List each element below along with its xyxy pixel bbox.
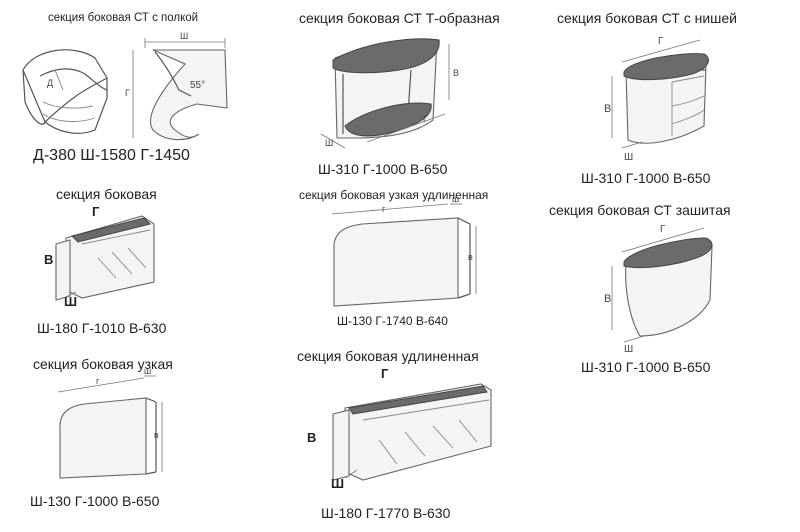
angle-label: 55°	[190, 80, 205, 91]
section-dimensions: Ш-310 Г-1000 В-650	[581, 170, 711, 186]
width-label: Ш	[64, 294, 77, 309]
length-label: г	[96, 376, 100, 386]
section-dimensions: Ш-180 Г-1010 В-630	[37, 320, 167, 336]
length-label: Г	[658, 36, 664, 47]
width-label: Ш	[331, 476, 344, 491]
section-drawing: г ш в	[331, 194, 477, 307]
section-title: секция боковая удлиненная	[297, 348, 479, 364]
section-dimensions: Ш-310 Г-1000 В-650	[581, 359, 711, 375]
section-drawing: Г В Ш	[604, 224, 713, 355]
length-label: Г	[92, 204, 100, 219]
section-dimensions: Ш-180 Г-1770 В-630	[321, 505, 451, 521]
section-drawing: Г В Ш	[44, 204, 155, 309]
section-title: секция боковая узкая	[33, 356, 173, 372]
section-title: секция боковая СТ с нишей	[557, 10, 737, 26]
width-label: Ш	[180, 31, 188, 41]
width-label: Ш	[624, 344, 633, 355]
width-label: Ш	[624, 152, 633, 163]
height-label: В	[604, 293, 611, 305]
section-dimensions: Д-380 Ш-1580 Г-1450	[33, 147, 190, 164]
length-label: Г	[660, 224, 666, 235]
length-label: г	[382, 204, 386, 214]
height-label: В	[44, 252, 53, 267]
section-dimensions: Ш-130 Г-1740 В-640	[337, 314, 448, 328]
width-label: Ш	[325, 138, 333, 148]
section-drawing: Г В Ш	[307, 366, 492, 491]
section-drawing: Г В Ш	[604, 36, 709, 163]
height-label: В	[307, 430, 316, 445]
length-label: Г	[423, 114, 428, 124]
width-label: ш	[144, 366, 151, 376]
width-label: ш	[452, 194, 459, 204]
length-label: Г	[381, 366, 389, 381]
section-drawing: г ш в	[57, 366, 163, 479]
section-dimensions: Ш-310 Г-1000 В-650	[318, 161, 448, 177]
section-drawing: Ш Г В	[320, 38, 459, 149]
height-label: в	[154, 430, 159, 440]
depth-label: Д	[47, 78, 53, 88]
section-title: секция боковая СТ Т-образная	[299, 10, 500, 26]
section-title: секция боковая СТ зашитая	[549, 202, 731, 218]
section-title: секция боковая СТ с полкой	[48, 12, 199, 24]
height-label: в	[468, 252, 473, 262]
section-title: секция боковая	[56, 186, 157, 202]
length-label: Г	[125, 88, 130, 98]
section-drawing: Д Ш Г 55°	[22, 31, 228, 141]
height-label: В	[453, 68, 459, 78]
height-label: В	[604, 103, 611, 115]
section-title: секция боковая узкая удлиненная	[299, 188, 489, 202]
section-dimensions: Ш-130 Г-1000 В-650	[30, 493, 160, 509]
